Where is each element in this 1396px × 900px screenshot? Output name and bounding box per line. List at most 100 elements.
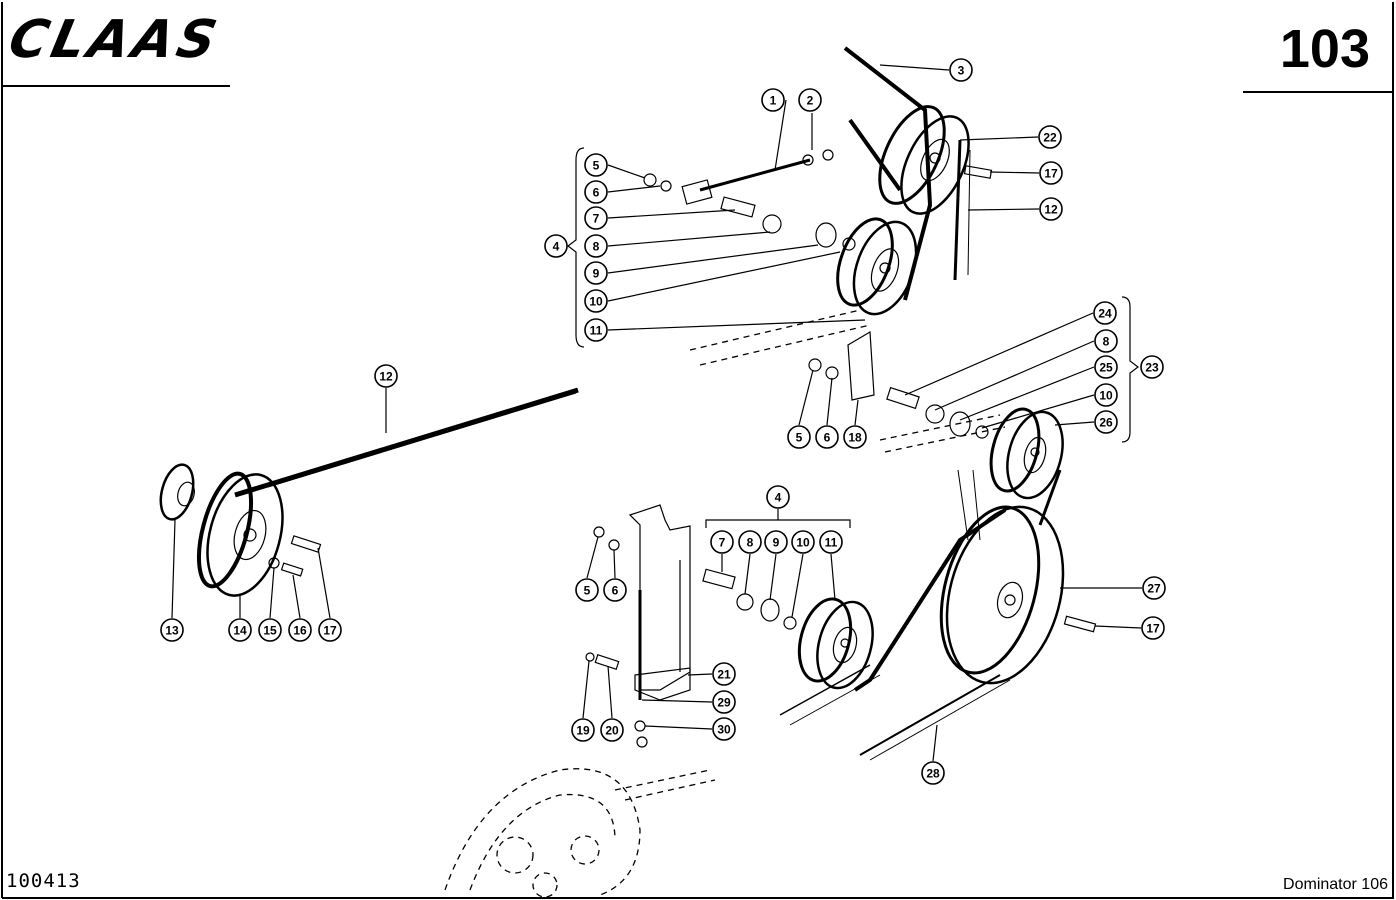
- callout-number: 15: [263, 624, 277, 638]
- callout-number: 14: [233, 624, 247, 638]
- callout-circle: [288, 618, 312, 642]
- callout-circle: [1039, 161, 1063, 185]
- callout-8: 8: [738, 530, 762, 554]
- callout-24: 24: [1093, 301, 1117, 325]
- callout-11: 11: [584, 318, 608, 342]
- callout-circle: [738, 530, 762, 554]
- callout-23: 23: [1140, 355, 1164, 379]
- callout-number: 8: [593, 240, 600, 254]
- callout-17: 17: [318, 618, 342, 642]
- callout-circle: [584, 180, 608, 204]
- callout-number: 8: [747, 536, 754, 550]
- callout-circle: [712, 662, 736, 686]
- callout-circle: [764, 530, 788, 554]
- callout-number: 19: [576, 724, 590, 738]
- callout-circle: [921, 761, 945, 785]
- callout-9: 9: [764, 530, 788, 554]
- callout-circle: [1094, 383, 1118, 407]
- callout-number: 12: [1044, 203, 1058, 217]
- callout-circle: [1093, 301, 1117, 325]
- callout-5: 5: [787, 425, 811, 449]
- callout-number: 28: [926, 767, 940, 781]
- callout-circle: [766, 485, 790, 509]
- callout-2: 2: [798, 88, 822, 112]
- hardware: [268, 149, 1097, 748]
- callout-number: 26: [1099, 416, 1113, 430]
- pulley-upper-right: [878, 105, 970, 215]
- callout-5: 5: [584, 153, 608, 177]
- callout-7: 7: [584, 206, 608, 230]
- callout-19: 19: [571, 718, 595, 742]
- callout-number: 6: [824, 431, 831, 445]
- callout-number: 30: [717, 723, 731, 737]
- callout-number: 4: [553, 240, 560, 254]
- callout-circle: [791, 530, 815, 554]
- callout-circle: [1142, 576, 1166, 600]
- callout-number: 13: [165, 624, 179, 638]
- callout-circle: [603, 578, 627, 602]
- belts: [234, 46, 1062, 761]
- callout-circle: [160, 618, 184, 642]
- callout-16: 16: [288, 618, 312, 642]
- callout-9: 9: [584, 261, 608, 285]
- leader-lines: [171, 64, 1142, 762]
- callout-number: 10: [796, 536, 810, 550]
- callout-circle: [761, 88, 785, 112]
- pulley-lower-idler: [797, 597, 874, 690]
- callout-number: 7: [719, 536, 726, 550]
- callout-number: 17: [323, 624, 337, 638]
- callout-circle: [571, 718, 595, 742]
- callout-number: 6: [612, 584, 619, 598]
- callout-6: 6: [603, 578, 627, 602]
- page-number: 103: [1279, 19, 1370, 79]
- callout-number: 9: [593, 267, 600, 281]
- callout-circle: [1038, 125, 1062, 149]
- callout-circle: [1039, 197, 1063, 221]
- callout-circle: [1094, 410, 1118, 434]
- callout-number: 27: [1147, 582, 1161, 596]
- callout-26: 26: [1094, 410, 1118, 434]
- callout-circle: [584, 318, 608, 342]
- callout-circle: [1094, 329, 1118, 353]
- callout-5: 5: [575, 578, 599, 602]
- callout-10: 10: [584, 289, 608, 313]
- callout-number: 12: [379, 370, 393, 384]
- callout-circle: [819, 530, 843, 554]
- callout-number: 18: [848, 431, 862, 445]
- callout-number: 25: [1099, 361, 1113, 375]
- callout-number: 10: [1099, 389, 1113, 403]
- model-name: Dominator 106: [1283, 876, 1388, 893]
- callout-circle: [787, 425, 811, 449]
- callout-27: 27: [1142, 576, 1166, 600]
- callout-8: 8: [1094, 329, 1118, 353]
- callout-circle: [710, 530, 734, 554]
- callout-1: 1: [761, 88, 785, 112]
- callout-8: 8: [584, 234, 608, 258]
- callout-number: 29: [717, 696, 731, 710]
- callout-22: 22: [1038, 125, 1062, 149]
- callout-circle: [228, 618, 252, 642]
- callout-circle: [318, 618, 342, 642]
- callout-28: 28: [921, 761, 945, 785]
- callout-17: 17: [1141, 616, 1165, 640]
- callout-number: 24: [1098, 307, 1112, 321]
- callout-number: 10: [589, 295, 603, 309]
- callout-number: 7: [593, 212, 600, 226]
- callout-number: 17: [1146, 622, 1160, 636]
- callout-circle: [815, 425, 839, 449]
- callout-number: 17: [1044, 167, 1058, 181]
- callout-12: 12: [374, 364, 398, 388]
- callout-number: 20: [605, 724, 619, 738]
- callout-number: 1: [770, 94, 777, 108]
- pulley-large-lower: [939, 505, 1065, 685]
- callout-20: 20: [600, 718, 624, 742]
- callout-circle: [600, 718, 624, 742]
- callout-circle: [544, 234, 568, 258]
- callout-circle: [258, 618, 282, 642]
- callout-circle: [949, 58, 973, 82]
- callout-circle: [584, 206, 608, 230]
- pulley-left-drive: [196, 471, 284, 597]
